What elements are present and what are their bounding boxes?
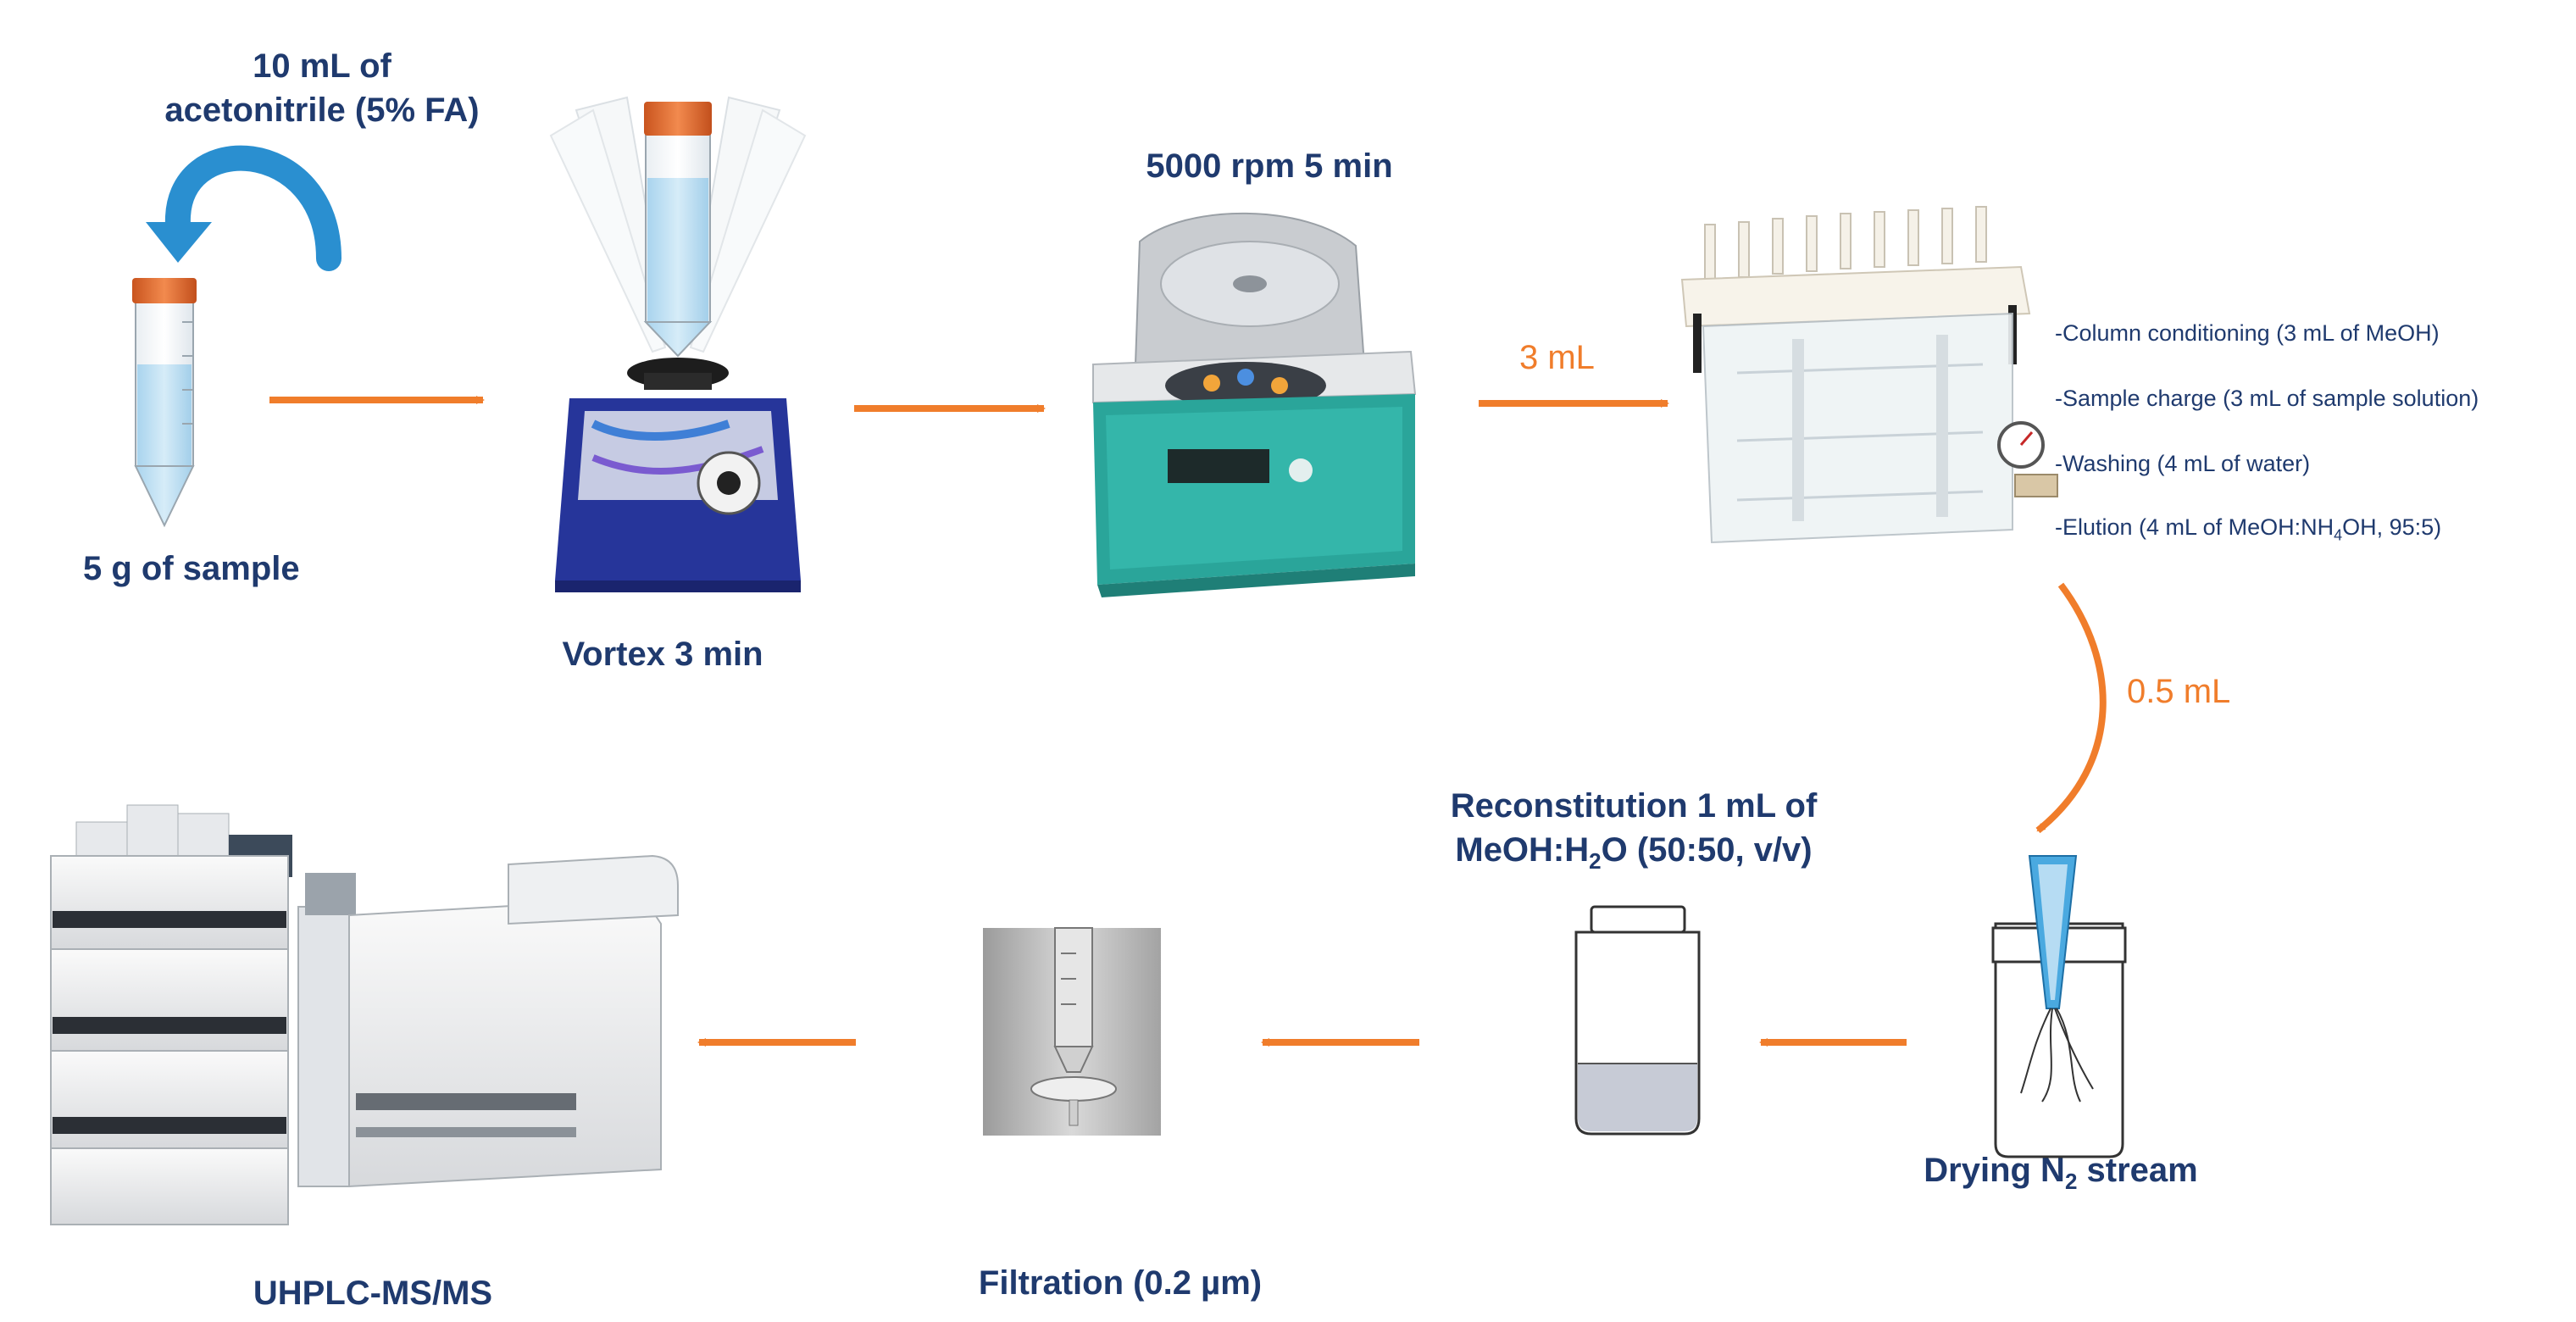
reconstitution-label-line2: MeOH:H2O (50:50, v/v) xyxy=(1451,828,1818,883)
recon-formula-post: O (50:50, v/v) xyxy=(1601,831,1813,869)
spe-elution-subscript: 4 xyxy=(2334,526,2343,544)
drying-label-post: stream xyxy=(2077,1152,2198,1189)
reconstitution-label-line1: Reconstitution 1 mL of xyxy=(1450,787,1818,825)
spe-step-conditioning: -Column conditioning (3 mL of MeOH) xyxy=(2055,320,2440,346)
arrow-spe-to-drying xyxy=(2035,582,2107,834)
solvent-label: 10 mL of acetonitrile (5% FA) xyxy=(164,44,479,132)
solvent-label-line2: acetonitrile (5% FA) xyxy=(164,92,480,129)
flow-arrows xyxy=(269,396,2107,1047)
drying-label: Drying N2 stream xyxy=(1924,1148,2197,1203)
solvent-label-line1: 10 mL of xyxy=(253,47,391,85)
spe-elution-text-end: OH, 95:5) xyxy=(2342,514,2442,540)
drying-label-pre: Drying N xyxy=(1924,1152,2065,1189)
drying-vial-icon xyxy=(1991,855,2127,1158)
recon-formula-pre: MeOH:H xyxy=(1455,831,1590,869)
volume-3ml-label: 3 mL xyxy=(1519,339,1595,376)
recon-formula-sub: 2 xyxy=(1589,848,1602,874)
filter-syringe-icon xyxy=(983,927,1161,1136)
volume-05ml-label: 0.5 mL xyxy=(2127,673,2231,710)
filtration-label: Filtration (0.2 µm) xyxy=(978,1264,1263,1302)
uhplc-label: UHPLC-MS/MS xyxy=(253,1275,493,1312)
reconstitution-vial-icon xyxy=(1574,905,1701,1136)
spe-step-sample-charge: -Sample charge (3 mL of sample solution) xyxy=(2055,386,2479,411)
spe-elution-text: -Elution (4 mL of MeOH:NH xyxy=(2055,514,2334,540)
centrifuge-icon xyxy=(1092,212,1417,597)
sample-label: 5 g of sample xyxy=(83,550,300,587)
centrifuge-label: 5000 rpm 5 min xyxy=(1146,147,1393,185)
curved-arrow-icon xyxy=(146,145,341,271)
tube-icon xyxy=(132,278,197,528)
vortex-mixer-icon xyxy=(549,96,807,592)
spe-manifold-icon xyxy=(1680,206,2058,544)
spe-step-washing: -Washing (4 mL of water) xyxy=(2055,451,2311,476)
uhplc-msms-icon xyxy=(50,804,679,1225)
spe-step-elution: -Elution (4 mL of MeOH:NH4OH, 95:5) xyxy=(2055,514,2441,544)
reconstitution-label: Reconstitution 1 mL of MeOH:H2O (50:50, … xyxy=(1451,784,1818,883)
vortex-label: Vortex 3 min xyxy=(562,636,763,673)
drying-label-sub: 2 xyxy=(2064,1169,2078,1194)
